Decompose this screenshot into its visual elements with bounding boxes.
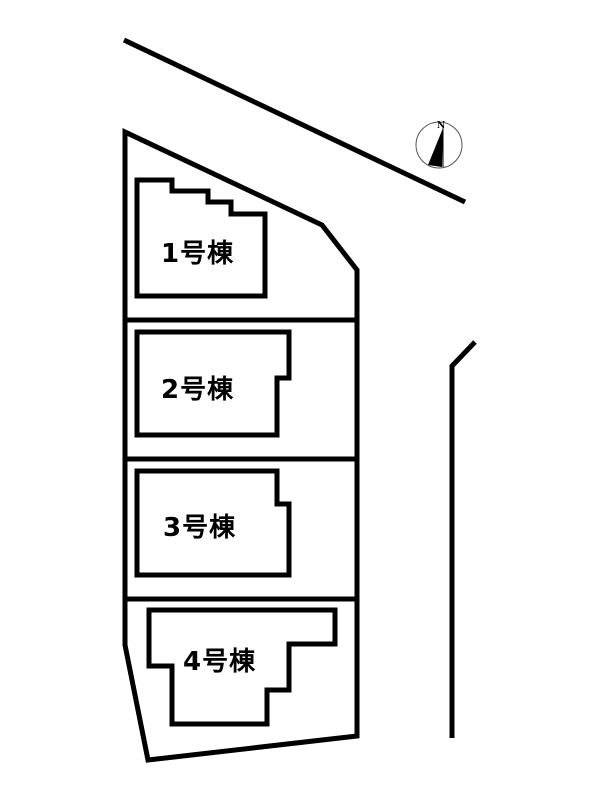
building-3-outline: [134, 468, 292, 578]
building-2-outline: [134, 329, 292, 438]
road-line-north: [122, 37, 467, 205]
lot-4-label: 4号棟: [183, 647, 257, 677]
compass-north-label: N: [437, 121, 447, 131]
road-line-east: [449, 340, 477, 738]
north-arrow-icon: [415, 121, 463, 169]
site-boundary: [122, 128, 360, 763]
lot-1-label: 1号棟: [161, 239, 235, 269]
lot-3-label: 3号棟: [163, 513, 237, 543]
lot-2-label: 2号棟: [161, 375, 235, 405]
building-1-outline: [134, 177, 268, 299]
building-4-outline: [146, 607, 338, 727]
